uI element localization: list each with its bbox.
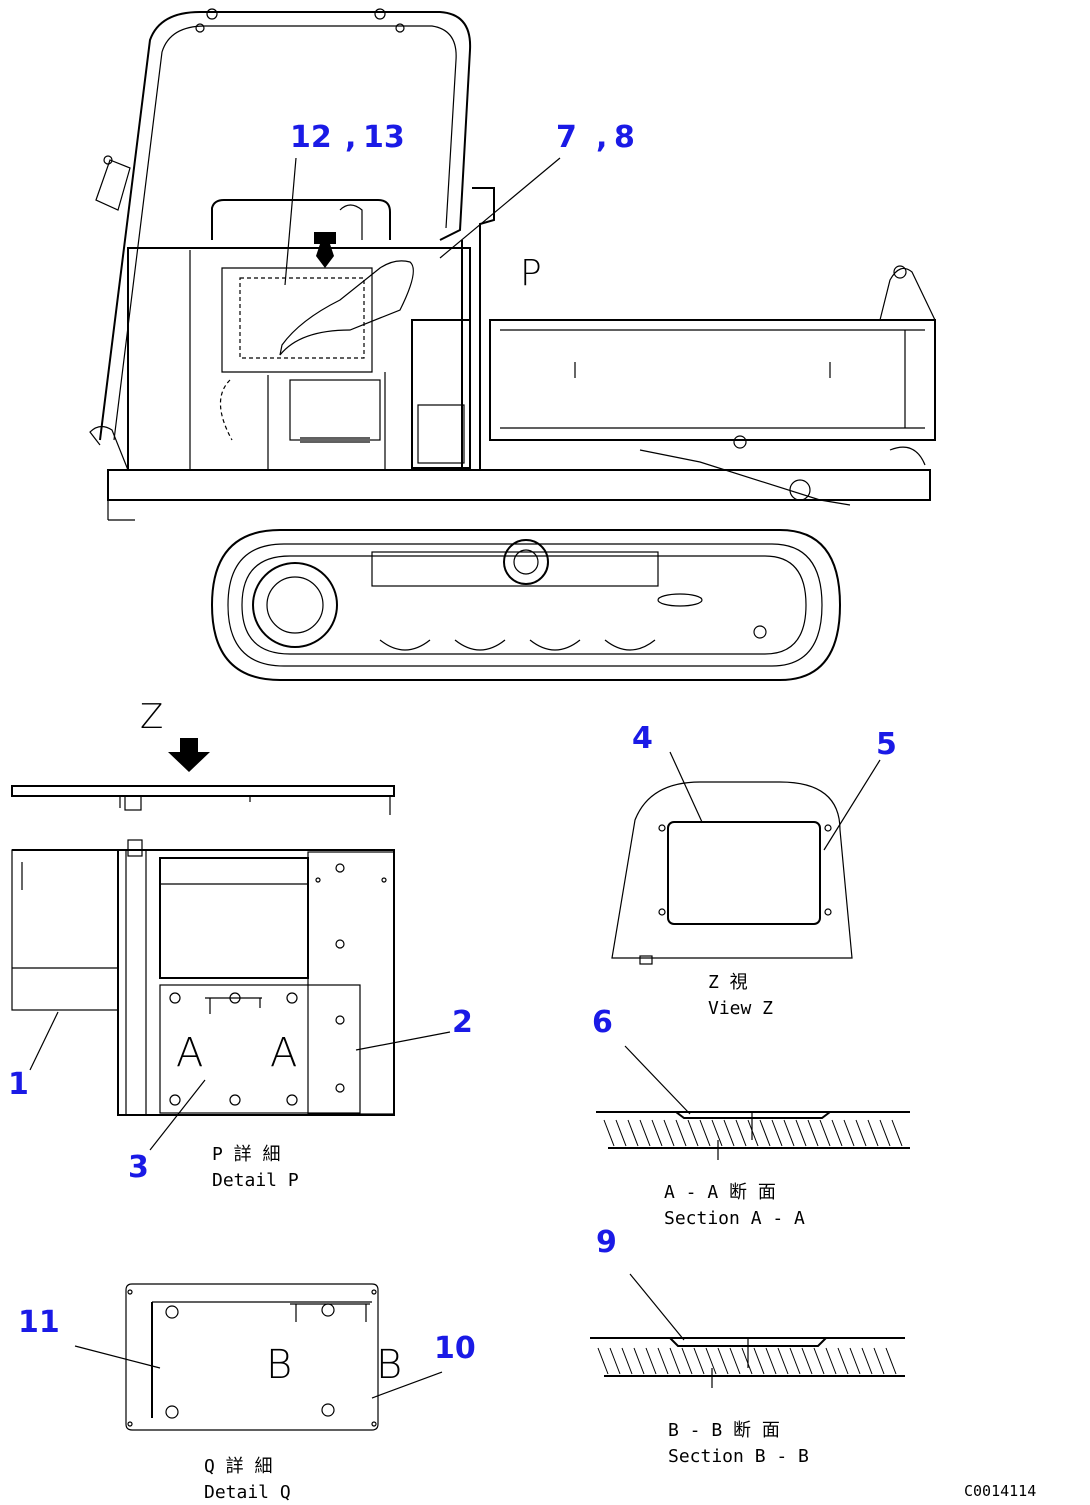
callout-separator-7-8: , [596,120,607,155]
callout-1: 1 [8,1067,29,1102]
section-hatch-line [891,1119,903,1147]
section-hatch-line [837,1347,849,1375]
section-mark-a-left: A [176,1030,203,1076]
section-hatch-line [795,1119,807,1147]
section-hatch-line [765,1347,777,1375]
section-aa-caption-en: Section A - A [664,1208,805,1229]
section-hatch-line [693,1347,705,1375]
section-hatch-line [645,1347,657,1375]
section-hatch-line [687,1119,699,1147]
section-hatch-line [651,1119,663,1147]
section-hatch-line [819,1119,831,1147]
section-hatch-line [861,1347,873,1375]
callout-13: 13 [363,120,405,155]
section-mark-b-right: B [376,1342,402,1388]
detail-q-caption-en: Detail Q [204,1482,291,1503]
callout-4: 4 [632,721,653,756]
view-z [611,751,881,965]
callout-3: 3 [128,1150,149,1185]
section-hatch-line [801,1347,813,1375]
section-hatch-line [849,1347,861,1375]
detail-q-caption-jp: Q 詳 細 [204,1456,273,1477]
section-hatch-line [597,1347,609,1375]
section-bb-caption-en: Section B - B [668,1446,809,1467]
detail-p: Z A A [11,697,451,1151]
section-hatch-line [639,1119,651,1147]
callout-9: 9 [596,1225,617,1260]
section-hatch-line [885,1347,897,1375]
section-mark-a-right: A [270,1030,297,1076]
section-hatch-line [675,1119,687,1147]
section-hatch-line [789,1347,801,1375]
section-hatch-line [873,1347,885,1375]
section-hatch-line [729,1347,741,1375]
section-hatch-line [657,1347,669,1375]
view-label-z: Z [140,697,163,737]
view-z-caption-en: View Z [708,998,773,1019]
section-hatch-line [633,1347,645,1375]
section-hatch-line [723,1119,735,1147]
section-a-a [596,1045,910,1160]
section-hatch-line [807,1119,819,1147]
section-hatch-line [699,1119,711,1147]
section-bb-caption-jp: B - B 断 面 [668,1420,780,1441]
callout-5: 5 [876,727,897,762]
section-hatch-line [855,1119,867,1147]
section-hatch-line [813,1347,825,1375]
section-mark-b-left: B [266,1342,292,1388]
callout-11: 11 [18,1305,60,1340]
callout-separator-12-13: , [345,120,356,155]
section-hatch-line [627,1119,639,1147]
callout-2: 2 [452,1005,473,1040]
section-hatch-line [831,1119,843,1147]
section-hatch-line [747,1119,759,1147]
section-hatch-line [705,1347,717,1375]
section-hatch-line [717,1347,729,1375]
section-hatch-line [783,1119,795,1147]
section-hatch-line [711,1119,723,1147]
section-hatch-line [753,1347,765,1375]
section-hatch-line [777,1347,789,1375]
section-hatch-line [867,1119,879,1147]
callout-6: 6 [592,1005,613,1040]
section-hatch-line [621,1347,633,1375]
section-b-b [590,1273,905,1388]
callout-7: 7 [556,120,577,155]
section-hatch-line [741,1347,753,1375]
view-z-caption-jp: Z 視 [708,972,748,993]
detail-p-caption-jp: P 詳 細 [212,1144,281,1165]
view-label-p: P [520,253,542,294]
section-hatch-line [735,1119,747,1147]
detail-q: B B [74,1283,443,1431]
callout-8: 8 [614,120,635,155]
section-hatch-line [615,1119,627,1147]
section-hatch-line [681,1347,693,1375]
callout-10: 10 [434,1331,476,1366]
section-hatch-line [771,1119,783,1147]
section-hatch-line [825,1347,837,1375]
section-hatch-line [879,1119,891,1147]
section-hatch-line [669,1347,681,1375]
callout-12: 12 [290,120,332,155]
section-hatch-line [663,1119,675,1147]
vehicle-side-view: P [89,8,936,681]
section-hatch-line [603,1119,615,1147]
view-z-arrow [168,738,210,772]
section-hatch-line [759,1119,771,1147]
detail-p-caption-en: Detail P [212,1170,299,1191]
section-hatch-line [609,1347,621,1375]
section-hatch-line [843,1119,855,1147]
drawing-code: C0014114 [964,1482,1036,1500]
section-aa-caption-jp: A - A 断 面 [664,1182,776,1203]
